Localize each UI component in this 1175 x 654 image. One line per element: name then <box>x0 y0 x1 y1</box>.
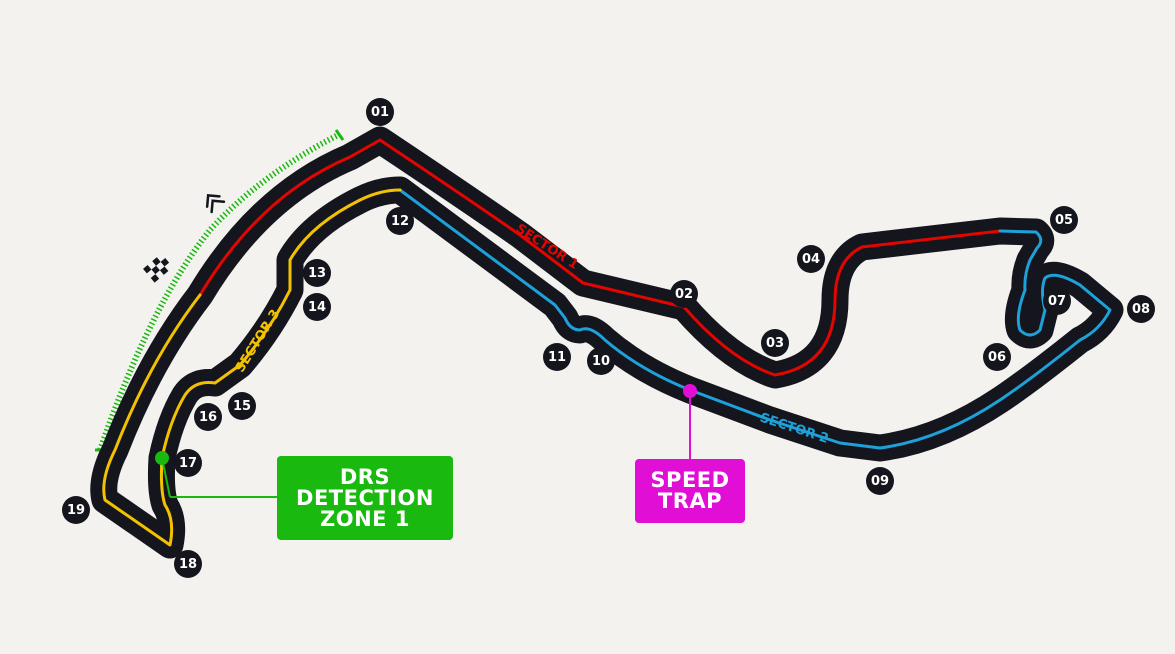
turn-marker-05: 05 <box>1050 206 1078 234</box>
checkered-flag-icon <box>143 253 173 283</box>
speed-trap-line-1: SPEED <box>650 468 730 492</box>
turn-number: 05 <box>1055 213 1073 228</box>
turn-marker-circle <box>62 496 90 524</box>
turn-marker-16: 16 <box>194 403 222 431</box>
turn-marker-circle <box>761 329 789 357</box>
speed-trap-line-2: TRAP <box>657 489 723 513</box>
drs-line-2: DETECTION <box>296 485 434 510</box>
turn-number: 03 <box>766 336 784 351</box>
drs-detection-point <box>155 451 169 465</box>
turn-marker-14: 14 <box>303 293 331 321</box>
turn-marker-circle <box>386 207 414 235</box>
turn-marker-circle <box>303 259 331 287</box>
turn-marker-circle <box>797 245 825 273</box>
turn-marker-circle <box>543 343 571 371</box>
sector-3-line <box>102 188 402 547</box>
turn-number: 02 <box>675 287 693 302</box>
turn-number: 11 <box>548 350 566 365</box>
turn-marker-03: 03 <box>761 329 789 357</box>
turn-marker-19: 19 <box>62 496 90 524</box>
turn-marker-06: 06 <box>983 343 1011 371</box>
turn-marker-circle <box>1050 206 1078 234</box>
turn-number: 04 <box>802 252 820 267</box>
turn-number: 13 <box>308 266 326 281</box>
turn-marker-circle <box>366 98 394 126</box>
turn-number: 16 <box>199 410 217 425</box>
speed-trap-box: SPEED TRAP <box>635 459 745 523</box>
turn-marker-circle <box>194 403 222 431</box>
turn-number: 10 <box>592 354 610 369</box>
drs-zone-start-tick <box>334 129 345 141</box>
sector-3-label: SECTOR 3 <box>233 307 284 375</box>
turn-marker-12: 12 <box>386 207 414 235</box>
turn-marker-11: 11 <box>543 343 571 371</box>
turn-number: 06 <box>988 350 1006 365</box>
turn-number: 01 <box>371 105 389 120</box>
turn-marker-04: 04 <box>797 245 825 273</box>
turn-marker-circle <box>587 347 615 375</box>
turn-marker-circle <box>228 392 256 420</box>
drs-line-3: ZONE 1 <box>320 506 410 531</box>
turn-markers: 01 02 03 04 05 06 07 08 09 10 11 12 13 14 15 16 17 18 19 <box>62 98 1155 578</box>
turn-number: 18 <box>179 557 197 572</box>
sector-2-line <box>398 188 1112 450</box>
turn-marker-circle <box>1127 295 1155 323</box>
turn-marker-17: 17 <box>174 449 202 477</box>
turn-number: 09 <box>871 474 889 489</box>
speed-trap-point <box>683 384 697 398</box>
turn-number: 14 <box>308 300 326 315</box>
turn-marker-15: 15 <box>228 392 256 420</box>
turn-number: 17 <box>179 456 197 471</box>
turn-number: 15 <box>233 399 251 414</box>
turn-marker-circle <box>303 293 331 321</box>
direction-chevrons-icon <box>205 194 226 214</box>
drs-zone-line <box>97 131 342 451</box>
turn-marker-01: 01 <box>366 98 394 126</box>
turn-marker-circle <box>983 343 1011 371</box>
turn-number: 19 <box>67 503 85 518</box>
turn-marker-09: 09 <box>866 467 894 495</box>
turn-marker-circle <box>174 550 202 578</box>
turn-marker-circle <box>174 449 202 477</box>
drs-line-1: DRS <box>339 464 391 489</box>
turn-number: 07 <box>1048 294 1066 309</box>
turn-marker-07: 07 <box>1043 287 1071 315</box>
turn-marker-10: 10 <box>587 347 615 375</box>
turn-marker-circle <box>1043 287 1071 315</box>
turn-marker-circle <box>866 467 894 495</box>
turn-marker-13: 13 <box>303 259 331 287</box>
turn-number: 12 <box>391 214 409 229</box>
turn-marker-02: 02 <box>670 280 698 308</box>
turn-marker-18: 18 <box>174 550 202 578</box>
drs-detection-box: DRS DETECTION ZONE 1 <box>277 456 453 540</box>
turn-marker-circle <box>670 280 698 308</box>
turn-marker-08: 08 <box>1127 295 1155 323</box>
turn-number: 08 <box>1132 302 1150 317</box>
